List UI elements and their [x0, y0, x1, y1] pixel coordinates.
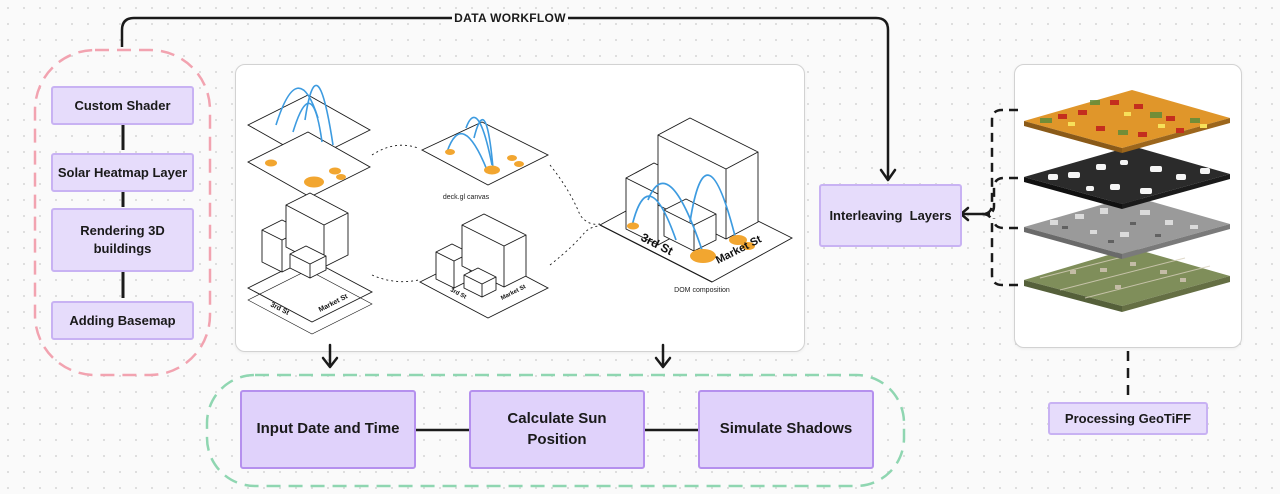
sun-simulation-group [205, 373, 906, 488]
illustration-art [247, 84, 793, 335]
data-workflow-title: DATA WORKFLOW [452, 9, 568, 27]
node-adding-basemap: Adding Basemap [51, 301, 194, 340]
node-processing-geotiff: Processing GeoTiFF [1048, 402, 1208, 435]
node-calculate-sun-position: Calculate Sun Position [469, 390, 645, 469]
workflow-arrow-head [879, 168, 897, 182]
client-layers-group [33, 48, 212, 377]
canvas-label: deck.gl canvas [443, 194, 490, 201]
layer-brackets [981, 108, 1018, 287]
node-interleaving-layers: Interleaving Layers [819, 184, 962, 247]
node-solar-heatmap-layer: Solar Heatmap Layer [51, 153, 194, 192]
node-rendering-3d-buildings: Rendering 3D buildings [51, 208, 194, 272]
down-arrow-left [321, 343, 339, 369]
geotiff-layers [1024, 90, 1230, 312]
node-custom-shader: Custom Shader [51, 86, 194, 125]
node-simulate-shadows: Simulate Shadows [698, 390, 874, 469]
down-arrow-right [654, 343, 672, 369]
composition-label: DOM composition [674, 287, 730, 294]
node-input-date-time: Input Date and Time [240, 390, 416, 469]
